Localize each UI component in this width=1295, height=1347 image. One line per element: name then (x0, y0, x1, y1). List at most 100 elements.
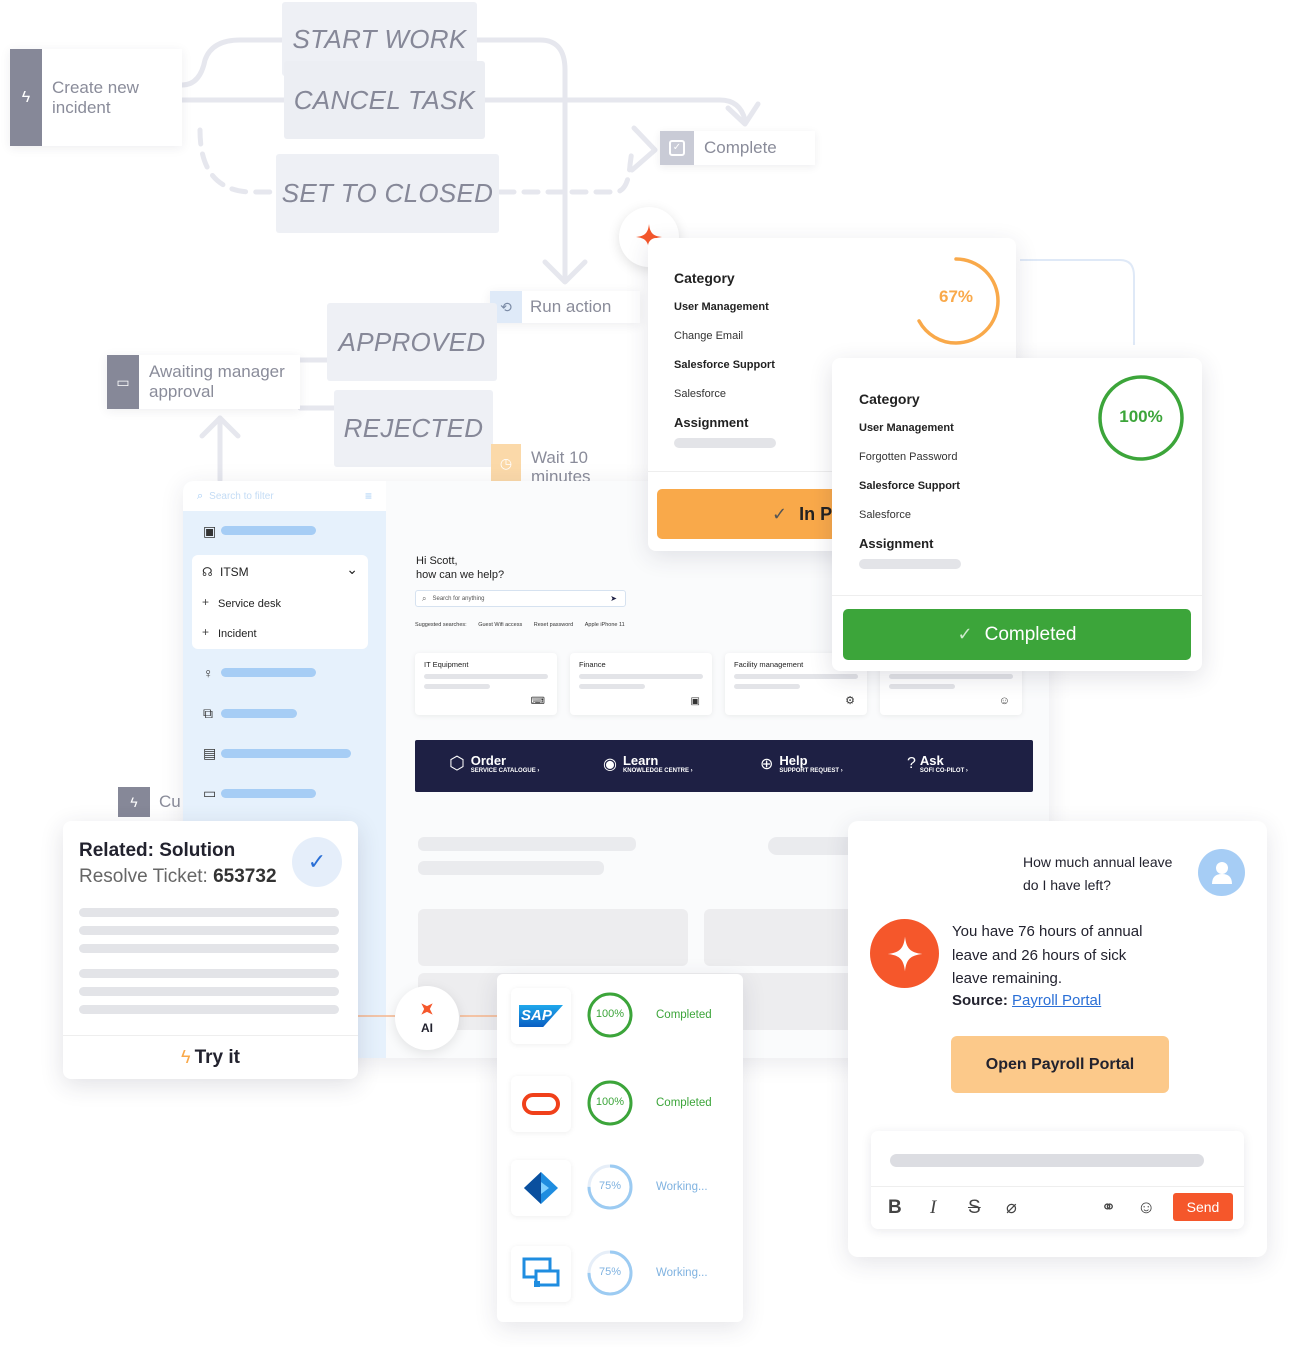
link-icon[interactable]: ⚭ (1101, 1197, 1117, 1217)
chevron-down-icon[interactable]: ⌄ (346, 561, 358, 577)
category-line: Salesforce Support (859, 480, 960, 492)
laptop-icon: ⌨ (530, 696, 545, 707)
portal-nav-bar: ⬡ Order SERVICE CATALOGUE › ◉ Learn KNOW… (415, 740, 1033, 792)
skeleton-line (79, 969, 339, 978)
search-icon: ⌕ (197, 489, 204, 502)
sidebar-search[interactable]: ⌕ Search to filter ≡ (183, 481, 386, 511)
assignment-label: Assignment (674, 415, 749, 430)
integration-row[interactable]: 75% Working... (497, 1232, 743, 1318)
skeleton-line (418, 837, 636, 851)
wait-label: Wait 10 minutes (531, 448, 591, 482)
lightning-icon: ϟ (181, 1047, 191, 1067)
state-cancel-task[interactable]: CANCEL TASK (284, 61, 485, 139)
suggested-chip[interactable]: Guest Wifi access (478, 622, 523, 628)
itsm-group[interactable]: ☊ ITSM ⌄ + Service desk + Incident (192, 555, 368, 649)
suggested-chip[interactable]: Apple iPhone 11 (584, 622, 625, 628)
integration-row[interactable]: 100% Completed (497, 1062, 743, 1148)
run-action-node[interactable]: ⟲ Run action (490, 291, 640, 323)
ai-label: AI (421, 1021, 433, 1035)
skeleton-line (424, 684, 490, 689)
attachment-icon[interactable]: ⌀ (1006, 1197, 1017, 1217)
category-line: User Management (859, 422, 954, 434)
wait-node[interactable]: ◷ Wait 10 minutes (491, 444, 641, 482)
awaiting-approval-node[interactable]: ▭ Awaiting manager approval (107, 355, 300, 409)
try-it-button[interactable]: ϟ Try it (63, 1036, 358, 1079)
sidebar-item-placeholder[interactable] (221, 668, 316, 677)
ticket-label: Resolve Ticket: (79, 866, 214, 887)
sidebar-item-placeholder[interactable] (221, 749, 351, 758)
message-icon: ▭ (107, 355, 139, 409)
tile-label: Finance (579, 660, 606, 669)
question-icon: ? (907, 754, 916, 772)
progress-ring-fill (587, 992, 633, 1038)
integration-row[interactable]: 75% Working... (497, 1146, 743, 1232)
portal-search-input[interactable]: ⌕ Search for anything ➤ (415, 590, 626, 607)
nav-title: Learn (622, 753, 659, 768)
solution-title: Related: Solution (79, 840, 236, 861)
category-line: User Management (674, 301, 769, 313)
source-label: Source: (952, 992, 1013, 1009)
progress-ring (587, 992, 633, 1038)
copy-icon[interactable]: ⧉ (203, 705, 213, 721)
skeleton-line (79, 1005, 339, 1014)
greeting-line2: how can we help? (416, 569, 505, 581)
send-button[interactable]: Send (1173, 1193, 1233, 1221)
folder-icon[interactable]: ▭ (203, 785, 217, 801)
suggested-chip[interactable]: Reset password (533, 622, 574, 628)
integration-status: Working... (656, 1181, 708, 1193)
nav-ask[interactable]: ? Ask SOFI CO-PILOT › (907, 753, 968, 774)
wallet-icon: ▣ (690, 696, 700, 707)
state-set-to-closed[interactable]: SET TO CLOSED (276, 154, 499, 233)
complete-label: Complete (704, 138, 777, 157)
box-icon: ⬡ (449, 753, 465, 773)
sidebar-item-placeholder[interactable] (221, 789, 316, 798)
skeleton-line (579, 674, 703, 679)
skeleton-block (704, 909, 864, 966)
category-line: Salesforce Support (674, 359, 775, 371)
sidebar-item-placeholder[interactable] (221, 709, 297, 718)
sidebar-item-incident[interactable]: Incident (218, 628, 257, 640)
nav-learn[interactable]: ◉ Learn KNOWLEDGE CENTRE › (603, 753, 693, 774)
collapse-icon[interactable]: ≡ (364, 489, 372, 503)
sidebar-item-service-desk[interactable]: Service desk (218, 598, 281, 610)
nav-order[interactable]: ⬡ Order SERVICE CATALOGUE › (449, 753, 540, 774)
complete-node[interactable]: ✓ Complete (660, 131, 815, 165)
chat-icon[interactable]: ▣ (203, 523, 217, 539)
italic-button[interactable]: I (930, 1197, 937, 1218)
state-rejected[interactable]: REJECTED (334, 390, 493, 467)
tile-it-equipment[interactable]: IT Equipment ⌨ (415, 653, 557, 715)
itsm-label: ITSM (220, 565, 249, 579)
check-circle-icon: ✓ (292, 837, 342, 887)
cu-node[interactable]: ϟ Cu (118, 787, 188, 817)
integration-row[interactable]: SAP 100% Completed (497, 974, 743, 1060)
lightbulb-icon[interactable]: ♀ (203, 665, 214, 681)
ai-badge[interactable]: AI (395, 986, 459, 1050)
payroll-portal-link[interactable]: Payroll Portal (1012, 992, 1102, 1009)
sap-logo-icon: SAP (511, 988, 571, 1044)
cu-label: Cu (159, 792, 181, 811)
open-payroll-button[interactable]: Open Payroll Portal (951, 1036, 1169, 1093)
search-icon: ⌕ (422, 593, 427, 603)
document-icon[interactable]: ▤ (203, 745, 217, 761)
spark-icon (636, 224, 662, 250)
status-label: In Pr (799, 503, 840, 524)
progress-ring-67 (912, 257, 1000, 345)
skeleton-line (79, 987, 339, 996)
sidebar-item-placeholder[interactable] (221, 526, 316, 535)
bold-button[interactable]: B (888, 1197, 902, 1218)
status-completed-button[interactable]: ✓ Completed (843, 609, 1191, 660)
create-incident-node[interactable]: ϟ Create new incident (10, 49, 182, 146)
checkbox-icon: ✓ (660, 131, 694, 165)
strikethrough-button[interactable]: S (968, 1197, 981, 1218)
category-line: Salesforce (674, 388, 726, 400)
category-line: Change Email (674, 330, 744, 342)
tile-finance[interactable]: Finance ▣ (570, 653, 712, 715)
message-input-placeholder[interactable] (890, 1154, 1204, 1167)
emoji-icon[interactable]: ☺ (1137, 1197, 1156, 1217)
state-approved[interactable]: APPROVED (327, 303, 497, 381)
user-avatar (1198, 849, 1245, 896)
send-arrow-icon[interactable]: ➤ (610, 594, 617, 603)
message-composer[interactable]: B I S ⌀ ⚭ ☺ Send (871, 1131, 1244, 1229)
nav-help[interactable]: ⊕ Help SUPPORT REQUEST › (760, 753, 843, 774)
nav-subtitle: SOFI CO-PILOT (919, 768, 965, 774)
